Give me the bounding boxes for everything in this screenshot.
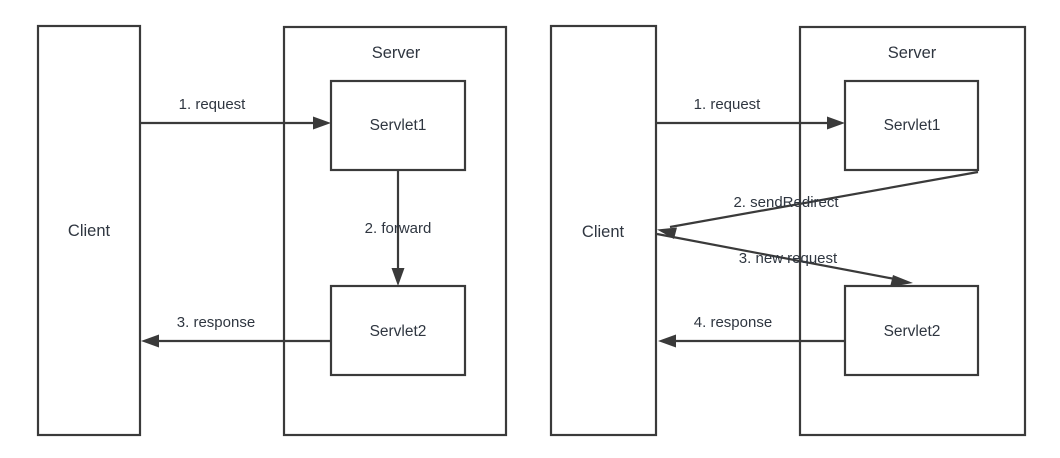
arrowhead-icon bbox=[141, 334, 159, 348]
arrowhead-icon bbox=[658, 334, 676, 348]
arrow-4-response-label: 4. response bbox=[694, 314, 772, 331]
arrow-1-request-label: 1. request bbox=[694, 96, 762, 113]
client-box[interactable] bbox=[36, 24, 142, 437]
servlet2-label: Servlet2 bbox=[370, 323, 427, 340]
arrow-2-send-redirect: 2. sendRedirect bbox=[657, 170, 979, 239]
arrow-2-send-redirect-label: 2. sendRedirect bbox=[733, 194, 839, 211]
client-label: Client bbox=[582, 223, 625, 241]
arrow-3-new-request: 3. new request bbox=[656, 232, 913, 287]
arrow-1-request: 1. request bbox=[140, 96, 331, 130]
panel-forward: Client Server Servlet1 Servlet2 1. reque… bbox=[36, 24, 508, 437]
server-box[interactable] bbox=[798, 25, 1027, 437]
server-box[interactable] bbox=[282, 25, 508, 437]
arrowhead-icon bbox=[313, 116, 331, 130]
arrow-1-request-label: 1. request bbox=[179, 96, 247, 113]
panel-send-redirect: Client Server Servlet1 Servlet2 1. reque… bbox=[549, 24, 1027, 437]
servlet1-label: Servlet1 bbox=[370, 117, 427, 134]
client-box[interactable] bbox=[549, 24, 658, 437]
arrowhead-icon bbox=[827, 116, 845, 130]
servlet1-box[interactable] bbox=[843, 79, 980, 172]
arrow-1-request: 1. request bbox=[656, 96, 845, 130]
servlet2-box[interactable] bbox=[843, 284, 980, 377]
server-label: Server bbox=[888, 44, 937, 62]
servlet1-label: Servlet1 bbox=[884, 117, 941, 134]
arrowhead-icon bbox=[890, 275, 913, 287]
client-label: Client bbox=[68, 222, 111, 240]
servlet2-label: Servlet2 bbox=[884, 323, 941, 340]
arrow-2-forward-label: 2. forward bbox=[365, 220, 432, 237]
arrow-3-new-request-label: 3. new request bbox=[739, 250, 838, 267]
arrow-3-response-label: 3. response bbox=[177, 314, 255, 331]
server-label: Server bbox=[372, 44, 421, 62]
arrowhead-icon bbox=[391, 268, 405, 286]
arrow-3-response: 3. response bbox=[141, 314, 331, 348]
arrow-2-forward: 2. forward bbox=[365, 170, 432, 286]
arrow-4-response: 4. response bbox=[658, 314, 845, 348]
